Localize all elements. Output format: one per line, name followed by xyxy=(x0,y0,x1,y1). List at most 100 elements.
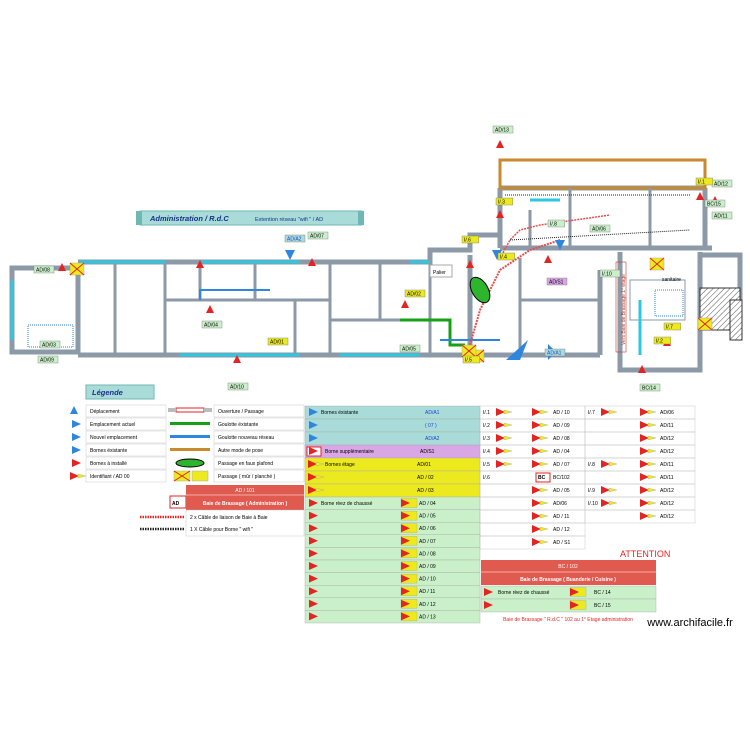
plan-tag: AD/03 xyxy=(39,340,61,349)
ad-col2: AD / 05 xyxy=(553,488,570,494)
borne-flag-icon xyxy=(532,525,549,533)
plan-tag-label: AD/02 xyxy=(407,292,421,298)
legend-title: Légende xyxy=(92,388,123,397)
borne-flag-icon xyxy=(532,434,549,442)
bc-id: BC / 15 xyxy=(594,603,611,609)
plan-crossbox-icon xyxy=(649,257,665,271)
i-code: I/.1 xyxy=(483,410,490,416)
borne-installe-icon xyxy=(401,599,410,608)
borne-flag-icon xyxy=(640,460,657,468)
i2-ad: AD/11 xyxy=(660,462,674,468)
plan-tag-label: AD/05 xyxy=(402,347,416,353)
baie-bc-header: BC / 102 xyxy=(558,564,578,570)
legend-item-label: Emplacement actuel xyxy=(90,422,135,428)
borne-existante-icon xyxy=(309,408,318,416)
borne-flag-icon xyxy=(532,408,549,416)
i2-code: I/.10 xyxy=(588,501,598,507)
plan-tag-label: AD/13 xyxy=(495,128,509,134)
baie-ad-header: AD / 101 xyxy=(235,488,255,494)
borne-flag-icon xyxy=(496,408,513,416)
borne-flag-icon xyxy=(308,460,325,468)
legend-item-label: Déplacement xyxy=(90,409,120,415)
borne-flag-icon xyxy=(496,434,513,442)
plan-tag: BC/15 xyxy=(704,199,726,208)
i2-ad: AD/12 xyxy=(660,436,674,442)
borne-installe-icon xyxy=(401,574,410,583)
borne-flag-icon xyxy=(640,447,657,455)
borne-installe-icon xyxy=(570,601,579,609)
plan-tag: I/.2 xyxy=(653,336,671,345)
borne-etage-label: Bornes étage xyxy=(325,462,355,468)
borne-rdc-id: AD / 06 xyxy=(419,526,436,532)
i2-ad: AD/06 xyxy=(660,410,674,416)
legend2-item-label: Goulotte nouveau réseau xyxy=(218,435,274,441)
plan-borne-icon xyxy=(696,192,704,200)
plan-borne-icon xyxy=(308,258,316,266)
borne-flag-icon xyxy=(496,421,513,429)
nouvel-emplacement-icon xyxy=(72,433,81,441)
plan-tag-label: AD/A2 xyxy=(287,237,302,243)
borne-flag-icon xyxy=(640,499,657,507)
i-ad: AD / 04 xyxy=(553,449,570,455)
plan-tag: AD/10 xyxy=(227,382,249,391)
borne-installe-icon xyxy=(401,524,410,533)
legend-item-label: Bornes à installé xyxy=(90,461,127,467)
plan-tag: I/.7 xyxy=(663,322,681,331)
plan-borne-icon xyxy=(638,365,646,373)
plan-crossbox-icon xyxy=(461,344,477,358)
plan-tag-label: AD/09 xyxy=(40,358,54,364)
i2-ad: AD/12 xyxy=(660,488,674,494)
identifiant-icon xyxy=(70,472,87,480)
borne-flag-icon xyxy=(532,538,549,546)
faux-plafond-icon xyxy=(175,458,205,468)
passage-mur-icon xyxy=(173,470,209,482)
plan-tag-label: AD/S1 xyxy=(549,280,564,286)
i-code: I/.5 xyxy=(483,462,490,468)
borne-installe-icon xyxy=(401,587,410,596)
i-code: I/.6 xyxy=(483,475,490,481)
sanitaire-room xyxy=(629,279,686,321)
borne-rdc-id: AD / 12 xyxy=(419,602,436,608)
i-code: I/.3 xyxy=(483,436,490,442)
bc-rdc-label: Borne rèez de chaussé xyxy=(498,590,550,596)
title-banner: Administration / R.d.C Extention réseau … xyxy=(136,210,364,226)
borne-installe-icon xyxy=(309,562,318,570)
ad-col2: AD/06 xyxy=(553,501,567,507)
borne-flag-icon xyxy=(308,473,325,481)
borne-flag-icon xyxy=(496,447,513,455)
plan-tag-label: I/.5 xyxy=(465,358,472,364)
plan-tag: AD/09 xyxy=(37,355,59,364)
deplacement-icon xyxy=(70,406,78,414)
attention-note: Baie de Brassage " R.d.C " 102 au 1° Eta… xyxy=(503,617,633,623)
borne-existante-icon xyxy=(309,434,318,442)
borne-flag-icon xyxy=(601,460,618,468)
borne-flag-icon xyxy=(640,512,657,520)
stair-note: Vers Baie de Brassage 1° étage xyxy=(621,274,627,345)
borne-installe-icon xyxy=(401,612,410,621)
bc-id: BC / 14 xyxy=(594,590,611,596)
borne-existante-id: AD/A1 xyxy=(425,410,440,416)
plan-tag-label: I/.3 xyxy=(498,200,505,206)
plan-borne-icon xyxy=(496,140,504,148)
plan-title: Administration / R.d.C xyxy=(149,214,229,223)
borne-flag-icon xyxy=(532,447,549,455)
legend2-item-label: Ouverture / Passage xyxy=(218,409,264,415)
borne-installe-icon xyxy=(72,459,81,467)
borne-installe-icon xyxy=(309,599,318,608)
i-code: I/.2 xyxy=(483,423,490,429)
borne-installe-icon xyxy=(309,549,318,558)
i2-ad: AD/12 xyxy=(660,501,674,507)
plan-borne-icon xyxy=(496,210,504,218)
i-ad: AD / 10 xyxy=(553,410,570,416)
plan-tag: AD/08 xyxy=(33,265,55,274)
borne-flag-icon xyxy=(496,460,513,468)
plan-tag-label: AD/11 xyxy=(714,214,728,220)
plan-tag: I/.10 xyxy=(599,269,621,278)
plan-tag-label: AD/12 xyxy=(714,182,728,188)
goulotte-nouveau-icon xyxy=(170,435,210,438)
watermark: www.archifacile.fr xyxy=(646,617,733,629)
borne-installe-icon xyxy=(309,612,318,621)
borne-installe-icon xyxy=(309,511,318,520)
